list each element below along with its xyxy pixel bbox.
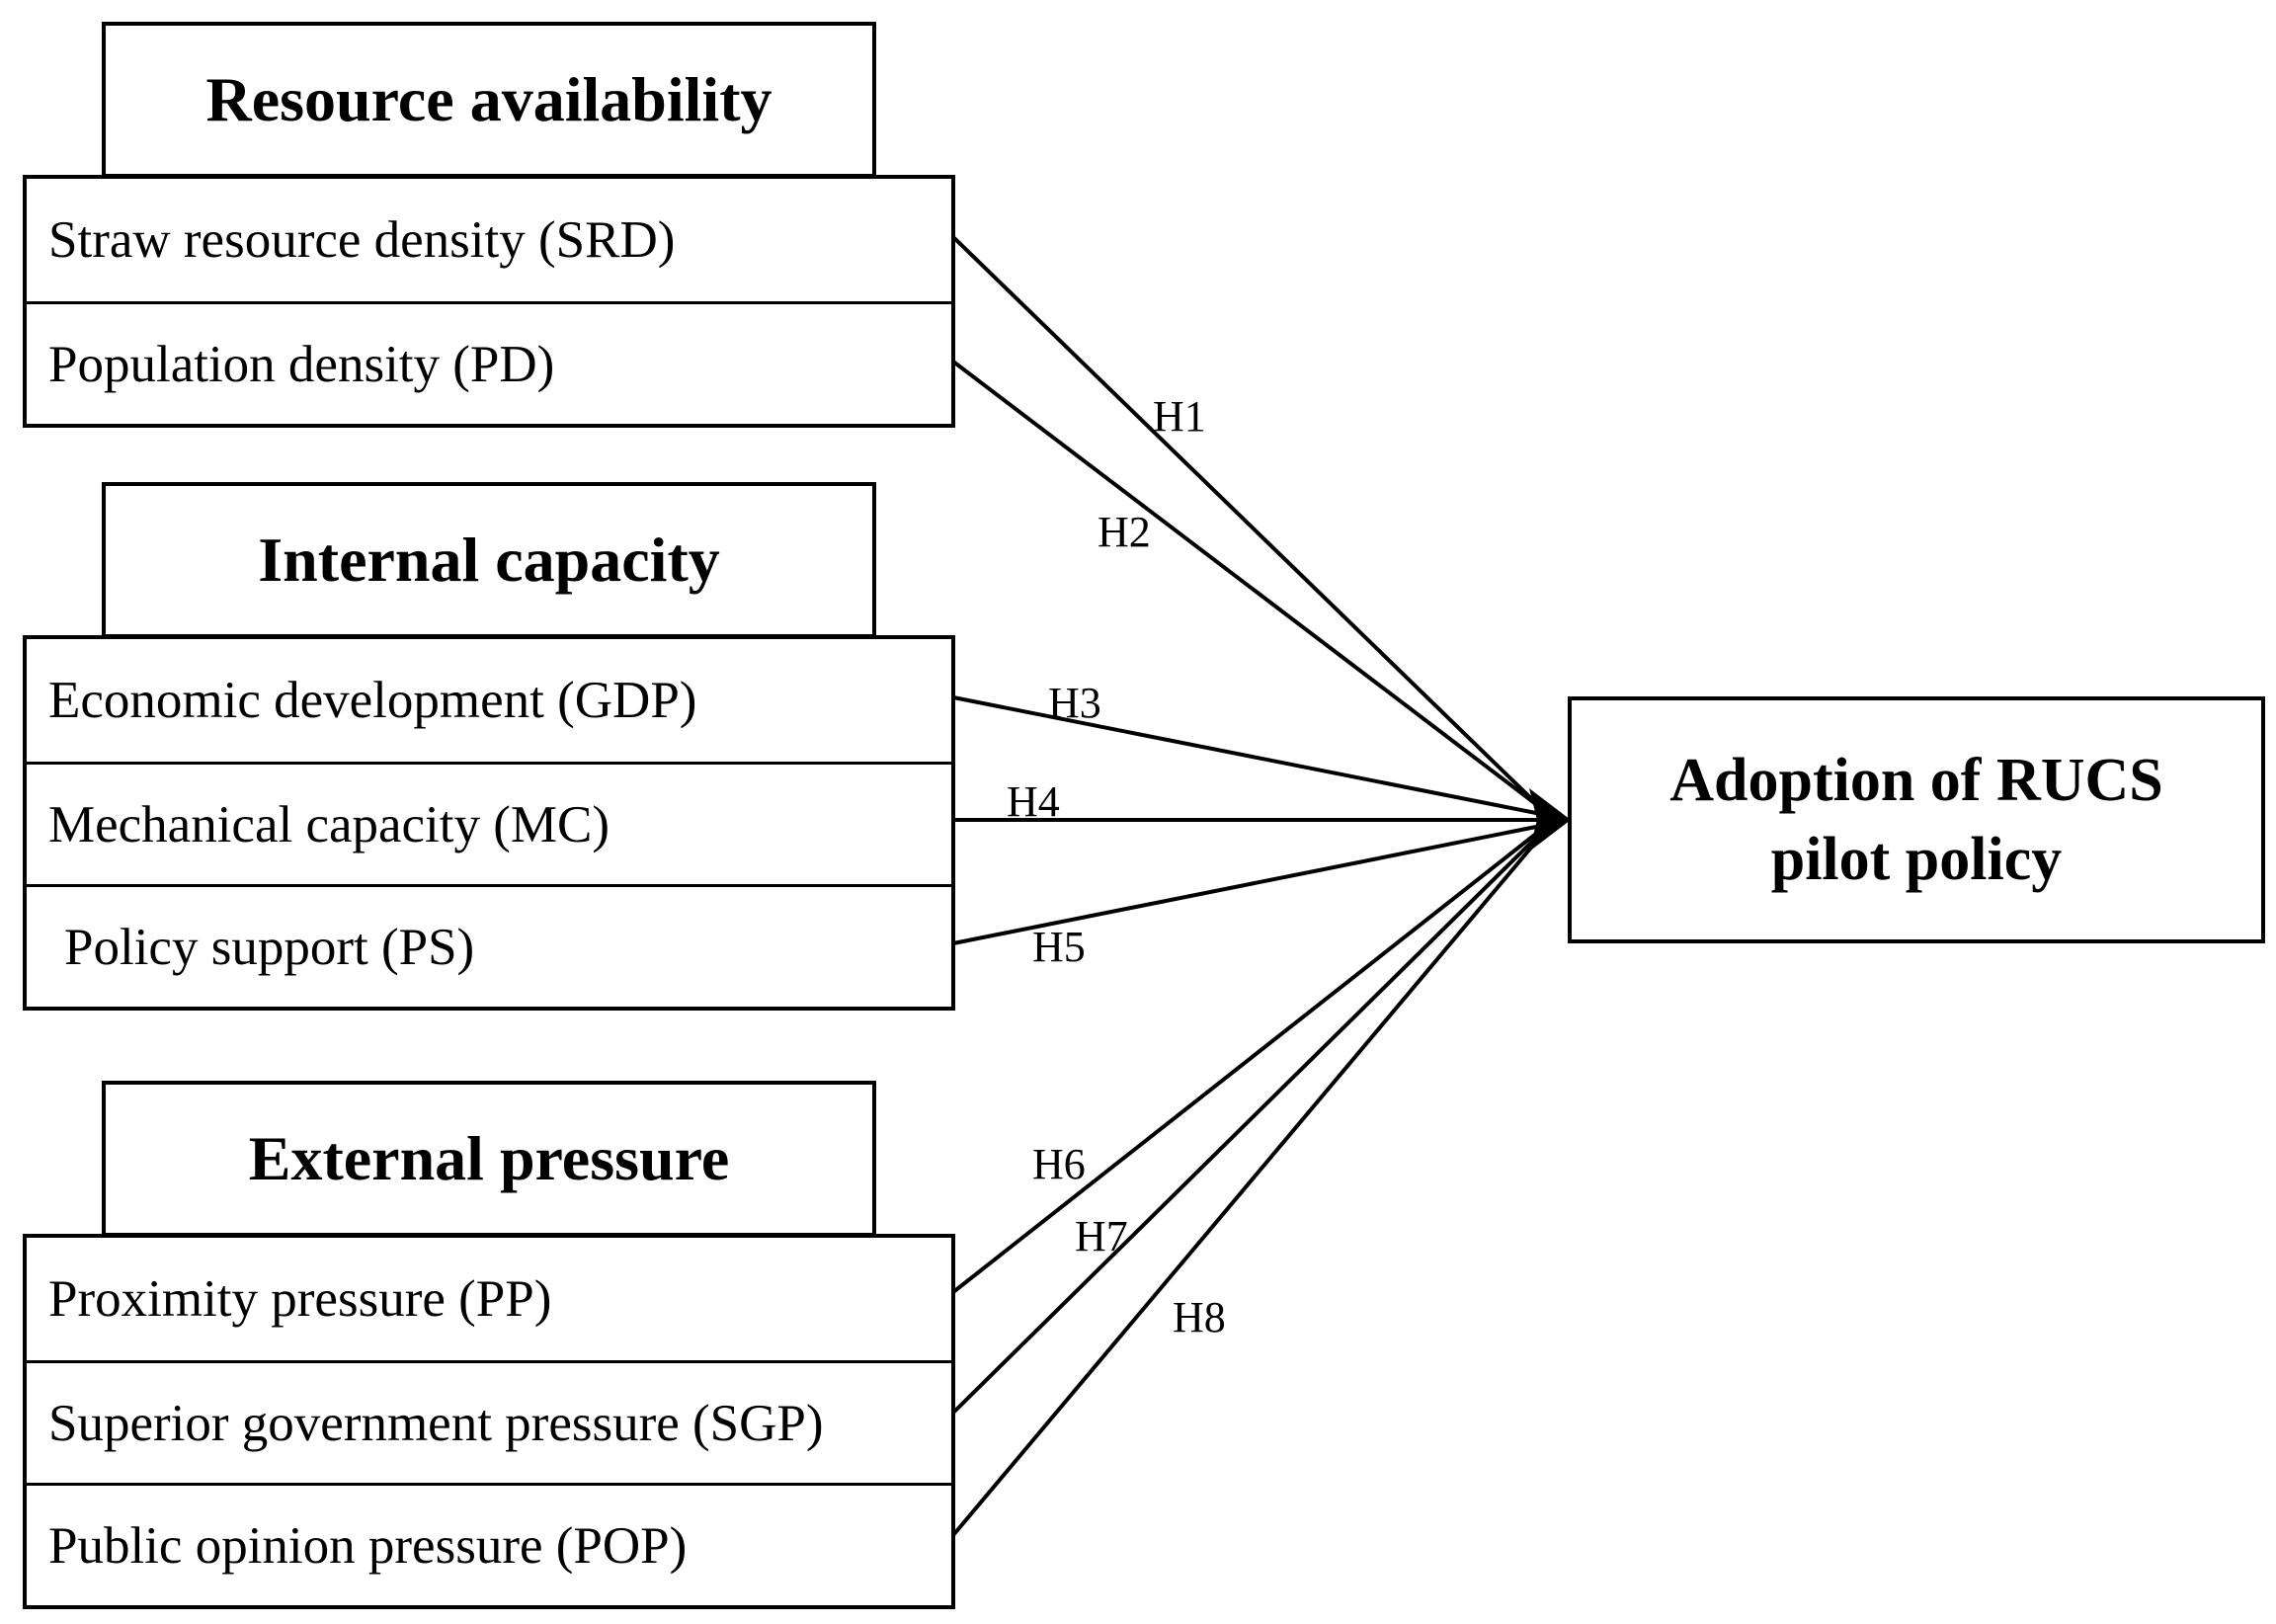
factor-gdp: Economic development (GDP) <box>48 672 697 729</box>
group-header-resource-availability: Resource availability <box>102 22 876 178</box>
factor-srd: Straw resource density (SRD) <box>48 211 676 269</box>
factor-pop: Public opinion pressure (POP) <box>27 1483 951 1605</box>
factor-group-resource-availability: Straw resource density (SRD) Population … <box>23 175 955 428</box>
factor-pd: Population density (PD) <box>27 301 951 424</box>
outcome-label: Adoption of RUCS pilot policy <box>1669 741 2163 899</box>
arrow-h5 <box>952 824 1542 945</box>
hypothesis-label-h3: H3 <box>1048 679 1101 727</box>
hypothesis-label-h5: H5 <box>1032 923 1086 971</box>
outcome-line-1: Adoption of RUCS <box>1669 747 2163 814</box>
group-title: Resource availability <box>205 64 772 134</box>
arrow-h8 <box>951 834 1543 1537</box>
arrow-h1 <box>951 235 1543 810</box>
arrow-h7 <box>951 831 1543 1415</box>
factor-group-internal-capacity: Economic development (GDP) Mechanical ca… <box>23 635 955 1011</box>
factor-pp: Proximity pressure (PP) <box>48 1270 552 1328</box>
factor-group-external-pressure: Proximity pressure (PP) Superior governm… <box>23 1234 955 1609</box>
outcome-box: Adoption of RUCS pilot policy <box>1568 696 2265 943</box>
outcome-line-2: pilot policy <box>1770 826 2063 893</box>
group-title: External pressure <box>248 1123 730 1193</box>
factor-mc: Mechanical capacity (MC) <box>27 762 951 884</box>
arrow-h3 <box>952 695 1542 816</box>
hypothesis-label-h8: H8 <box>1173 1293 1226 1341</box>
hypothesis-label-h4: H4 <box>1007 777 1060 826</box>
group-header-external-pressure: External pressure <box>102 1081 876 1237</box>
hypothesis-label-h7: H7 <box>1075 1212 1128 1260</box>
factor-sgp: Superior government pressure (SGP) <box>27 1360 951 1483</box>
arrow-h6 <box>951 828 1543 1294</box>
arrowhead-icon <box>1529 788 1571 852</box>
hypothesis-label-h1: H1 <box>1153 392 1206 441</box>
hypothesis-label-h2: H2 <box>1097 508 1151 556</box>
arrow-h2 <box>951 360 1543 810</box>
factor-ps: Policy support (PS) <box>27 884 951 1007</box>
hypothesis-label-h6: H6 <box>1032 1140 1086 1188</box>
group-title: Internal capacity <box>258 525 720 595</box>
